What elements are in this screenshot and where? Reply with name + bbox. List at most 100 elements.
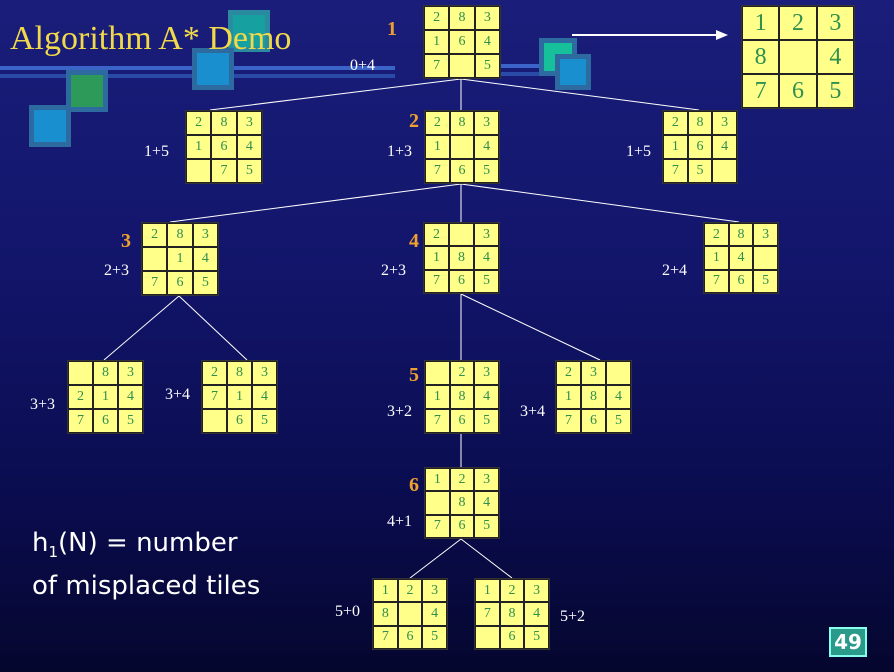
tile: 6: [687, 135, 713, 159]
blank-tile: [712, 159, 737, 183]
blank-tile: [449, 223, 474, 247]
expansion-order: 3: [121, 230, 131, 252]
tile: 3: [422, 579, 447, 603]
blank-tile: [753, 246, 778, 270]
tile: 6: [211, 135, 237, 159]
tile: 4: [606, 385, 631, 409]
tile: 8: [449, 491, 475, 515]
edge: [460, 538, 513, 579]
tile: 7: [704, 269, 729, 293]
tile: 5: [687, 159, 713, 183]
tile: 4: [712, 135, 737, 159]
tile: 4: [474, 30, 500, 54]
tile: 5: [753, 269, 778, 293]
tile: 6: [167, 271, 193, 295]
blank-tile: [68, 361, 93, 385]
tile: 1: [424, 246, 449, 270]
node-label: 4+1: [387, 513, 413, 530]
tile: 1: [425, 468, 450, 492]
decor-square: [555, 54, 591, 90]
tile: 7: [742, 74, 780, 108]
tile: 4: [474, 246, 499, 270]
blank-tile: [425, 361, 450, 385]
blank-tile: [779, 40, 817, 74]
tile: 1: [425, 135, 450, 159]
tile: 3: [712, 111, 737, 135]
edge: [460, 78, 700, 111]
tile: 8: [167, 223, 193, 247]
tile: 2: [186, 111, 212, 135]
tile: 4: [118, 385, 143, 409]
tile: 6: [728, 269, 754, 293]
tile: 2: [397, 579, 423, 603]
tile: 4: [236, 135, 262, 159]
tile: 7: [142, 271, 168, 295]
tile: 2: [425, 111, 450, 135]
tile: 8: [728, 223, 754, 247]
blank-tile: [449, 54, 475, 78]
tile: 2: [424, 223, 449, 247]
tile: 2: [779, 6, 817, 40]
tile: 6: [449, 269, 474, 293]
node-label: 1+5: [626, 143, 652, 160]
edge: [103, 295, 180, 361]
node-label: 5+2: [560, 608, 586, 625]
slide-title: Algorithm A* Demo: [10, 20, 292, 57]
blank-tile: [397, 602, 423, 626]
edge: [178, 295, 248, 361]
tile: 8: [687, 111, 713, 135]
blank-tile: [606, 361, 631, 385]
tile: 3: [118, 361, 143, 385]
tile: 5: [192, 271, 218, 295]
tile: 1: [227, 385, 252, 409]
node-label: 0+4: [350, 57, 376, 74]
heuristic-note: h1(N) = number of misplaced tiles: [32, 526, 260, 603]
tile: 8: [581, 385, 606, 409]
tile: 5: [118, 409, 143, 433]
tile: 3: [474, 468, 499, 492]
node-label: 2+4: [662, 262, 688, 279]
edge: [209, 78, 462, 111]
tile: 2: [663, 111, 688, 135]
tile: 3: [236, 111, 262, 135]
expansion-order: 5: [409, 364, 419, 386]
tile: 3: [192, 223, 218, 247]
node-label: 3+3: [30, 396, 56, 413]
blank-tile: [475, 625, 500, 649]
tile: 4: [422, 602, 447, 626]
tile: 3: [474, 361, 499, 385]
tile: 8: [373, 602, 398, 626]
node-label: 1+3: [387, 143, 413, 160]
node-label: 3+4: [520, 403, 546, 420]
decor-square: [228, 10, 270, 52]
node-label: 5+0: [335, 603, 361, 620]
tile: 3: [524, 579, 549, 603]
tile: 2: [449, 361, 475, 385]
tile: 3: [474, 6, 500, 30]
tile: 1: [742, 6, 780, 40]
tile: 6: [581, 409, 606, 433]
tile: 1: [556, 385, 581, 409]
tile: 4: [474, 135, 499, 159]
tile: 5: [474, 409, 499, 433]
tile: 8: [499, 602, 525, 626]
tile: 1: [663, 135, 688, 159]
expansion-order: 4: [409, 230, 419, 252]
tile: 2: [556, 361, 581, 385]
tile: 7: [373, 625, 398, 649]
decor-square: [29, 105, 71, 147]
tile: 8: [449, 246, 474, 270]
edge: [169, 183, 462, 223]
tile: 5: [474, 159, 499, 183]
tile: 8: [742, 40, 780, 74]
tile: 5: [422, 625, 447, 649]
page-number: 49: [829, 627, 867, 657]
